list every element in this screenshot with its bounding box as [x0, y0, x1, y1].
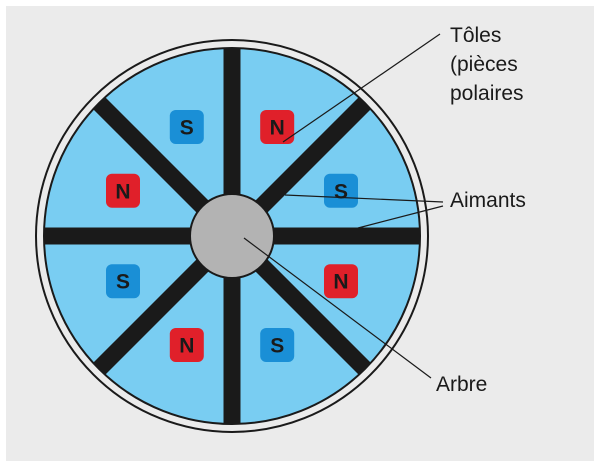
toles-leader-line — [282, 33, 441, 143]
pole-badge-box — [260, 328, 295, 362]
pole-badge-n: N — [106, 173, 140, 208]
aimants-leader-line-2 — [357, 205, 444, 229]
label-toles-line2: (pièces — [450, 53, 518, 76]
pole-badge-s: S — [260, 328, 295, 362]
pole-badge-box — [106, 264, 140, 299]
aimants-leader-line-1 — [284, 194, 444, 203]
pole-letter: N — [179, 335, 194, 358]
pole-badges: S N S N S N S N — [106, 110, 358, 362]
pole-badge-box — [324, 173, 358, 208]
pole-badge-box — [169, 328, 204, 362]
pole-badge-box — [169, 110, 204, 144]
pole-badge-n: N — [169, 328, 204, 362]
arbre-leader-line — [243, 237, 432, 379]
pole-badge-s: S — [169, 110, 204, 144]
pole-badge-box — [106, 173, 140, 208]
pole-badge-box — [260, 110, 295, 144]
label-arbre: Arbre — [436, 373, 487, 396]
pole-badge-n: N — [260, 110, 295, 144]
pole-letter: S — [116, 271, 130, 294]
label-toles-line1: Tôles — [450, 24, 501, 47]
pole-letter: N — [115, 180, 130, 203]
pole-badge-s: S — [106, 264, 140, 299]
pole-letter: S — [334, 180, 348, 203]
label-toles-line3: polaires — [450, 82, 524, 105]
pole-letter: S — [180, 117, 194, 140]
pole-letter: N — [270, 117, 285, 140]
pole-badge-n: N — [324, 264, 358, 299]
pole-badge-s: S — [324, 173, 358, 208]
pole-badge-box — [324, 264, 358, 299]
label-aimants: Aimants — [450, 189, 526, 212]
pole-letter: N — [333, 271, 348, 294]
pole-letter: S — [270, 335, 284, 358]
shaft — [189, 193, 275, 279]
